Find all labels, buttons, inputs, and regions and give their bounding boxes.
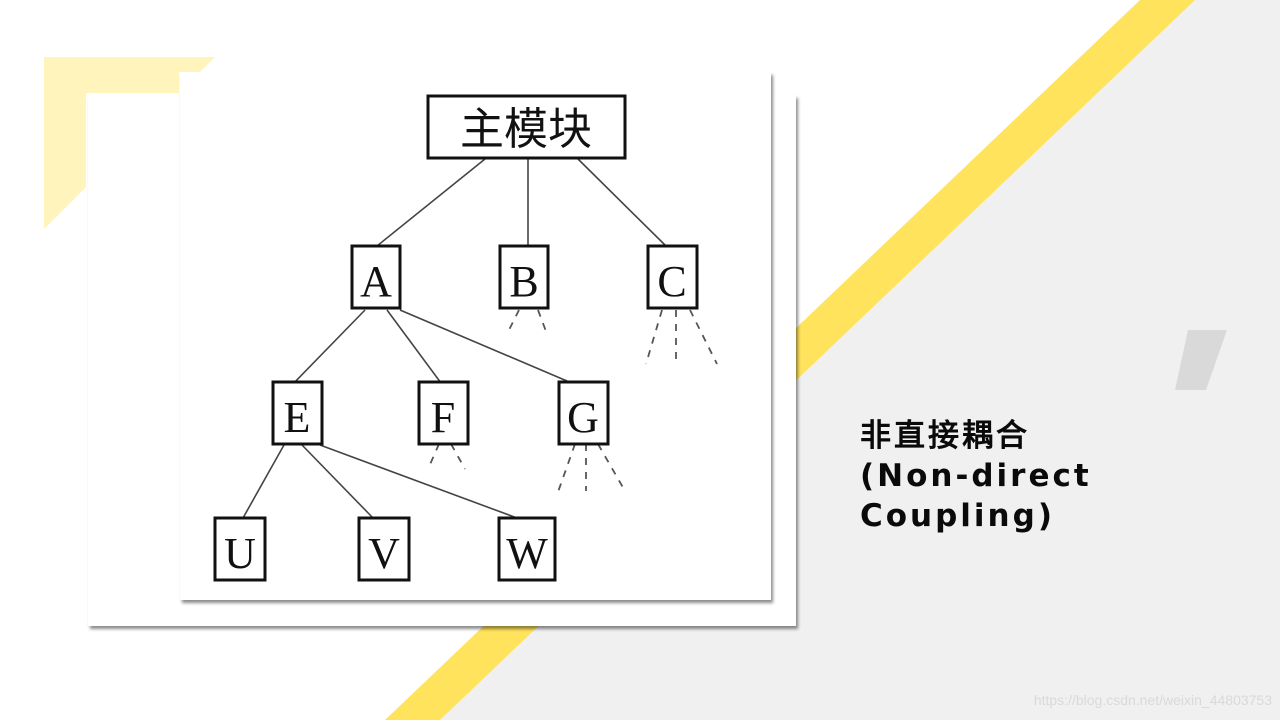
- diagram-edges: [242, 158, 667, 520]
- slide-title: 非直接耦合 (Non-direct Coupling): [860, 416, 1160, 536]
- node-w: W: [497, 516, 557, 582]
- node-v-label: V: [368, 529, 400, 578]
- node-v: V: [357, 516, 411, 582]
- node-f: F: [417, 380, 470, 446]
- node-g-label: G: [567, 393, 599, 442]
- diagram-dashed-stubs: [427, 309, 718, 493]
- node-root-label: 主模块: [460, 105, 592, 154]
- title-line-english-2: Coupling): [860, 498, 1055, 534]
- node-e: E: [271, 380, 324, 446]
- node-g: G: [557, 380, 610, 446]
- node-a: A: [350, 244, 402, 310]
- title-line-chinese: 非直接耦合: [860, 418, 1030, 454]
- node-e-label: E: [284, 393, 311, 442]
- node-w-label: W: [506, 529, 548, 578]
- node-u-label: U: [224, 529, 256, 578]
- node-c: C: [646, 244, 699, 310]
- module-tree-diagram: 主模块 A B C E F G U V W: [213, 94, 718, 582]
- title-line-english-1: (Non-direct: [860, 458, 1092, 494]
- node-root: 主模块: [426, 94, 627, 160]
- node-f-label: F: [431, 393, 455, 442]
- quote-mark-icon: [1175, 330, 1227, 390]
- node-u: U: [213, 516, 267, 582]
- node-b: B: [498, 244, 550, 310]
- node-c-label: C: [657, 257, 686, 306]
- image-frame-inner: [180, 72, 771, 600]
- corner-bracket: [44, 57, 215, 229]
- node-b-label: B: [509, 257, 538, 306]
- node-a-label: A: [360, 257, 392, 306]
- watermark-url: https://blog.csdn.net/weixin_44803753: [1033, 692, 1272, 708]
